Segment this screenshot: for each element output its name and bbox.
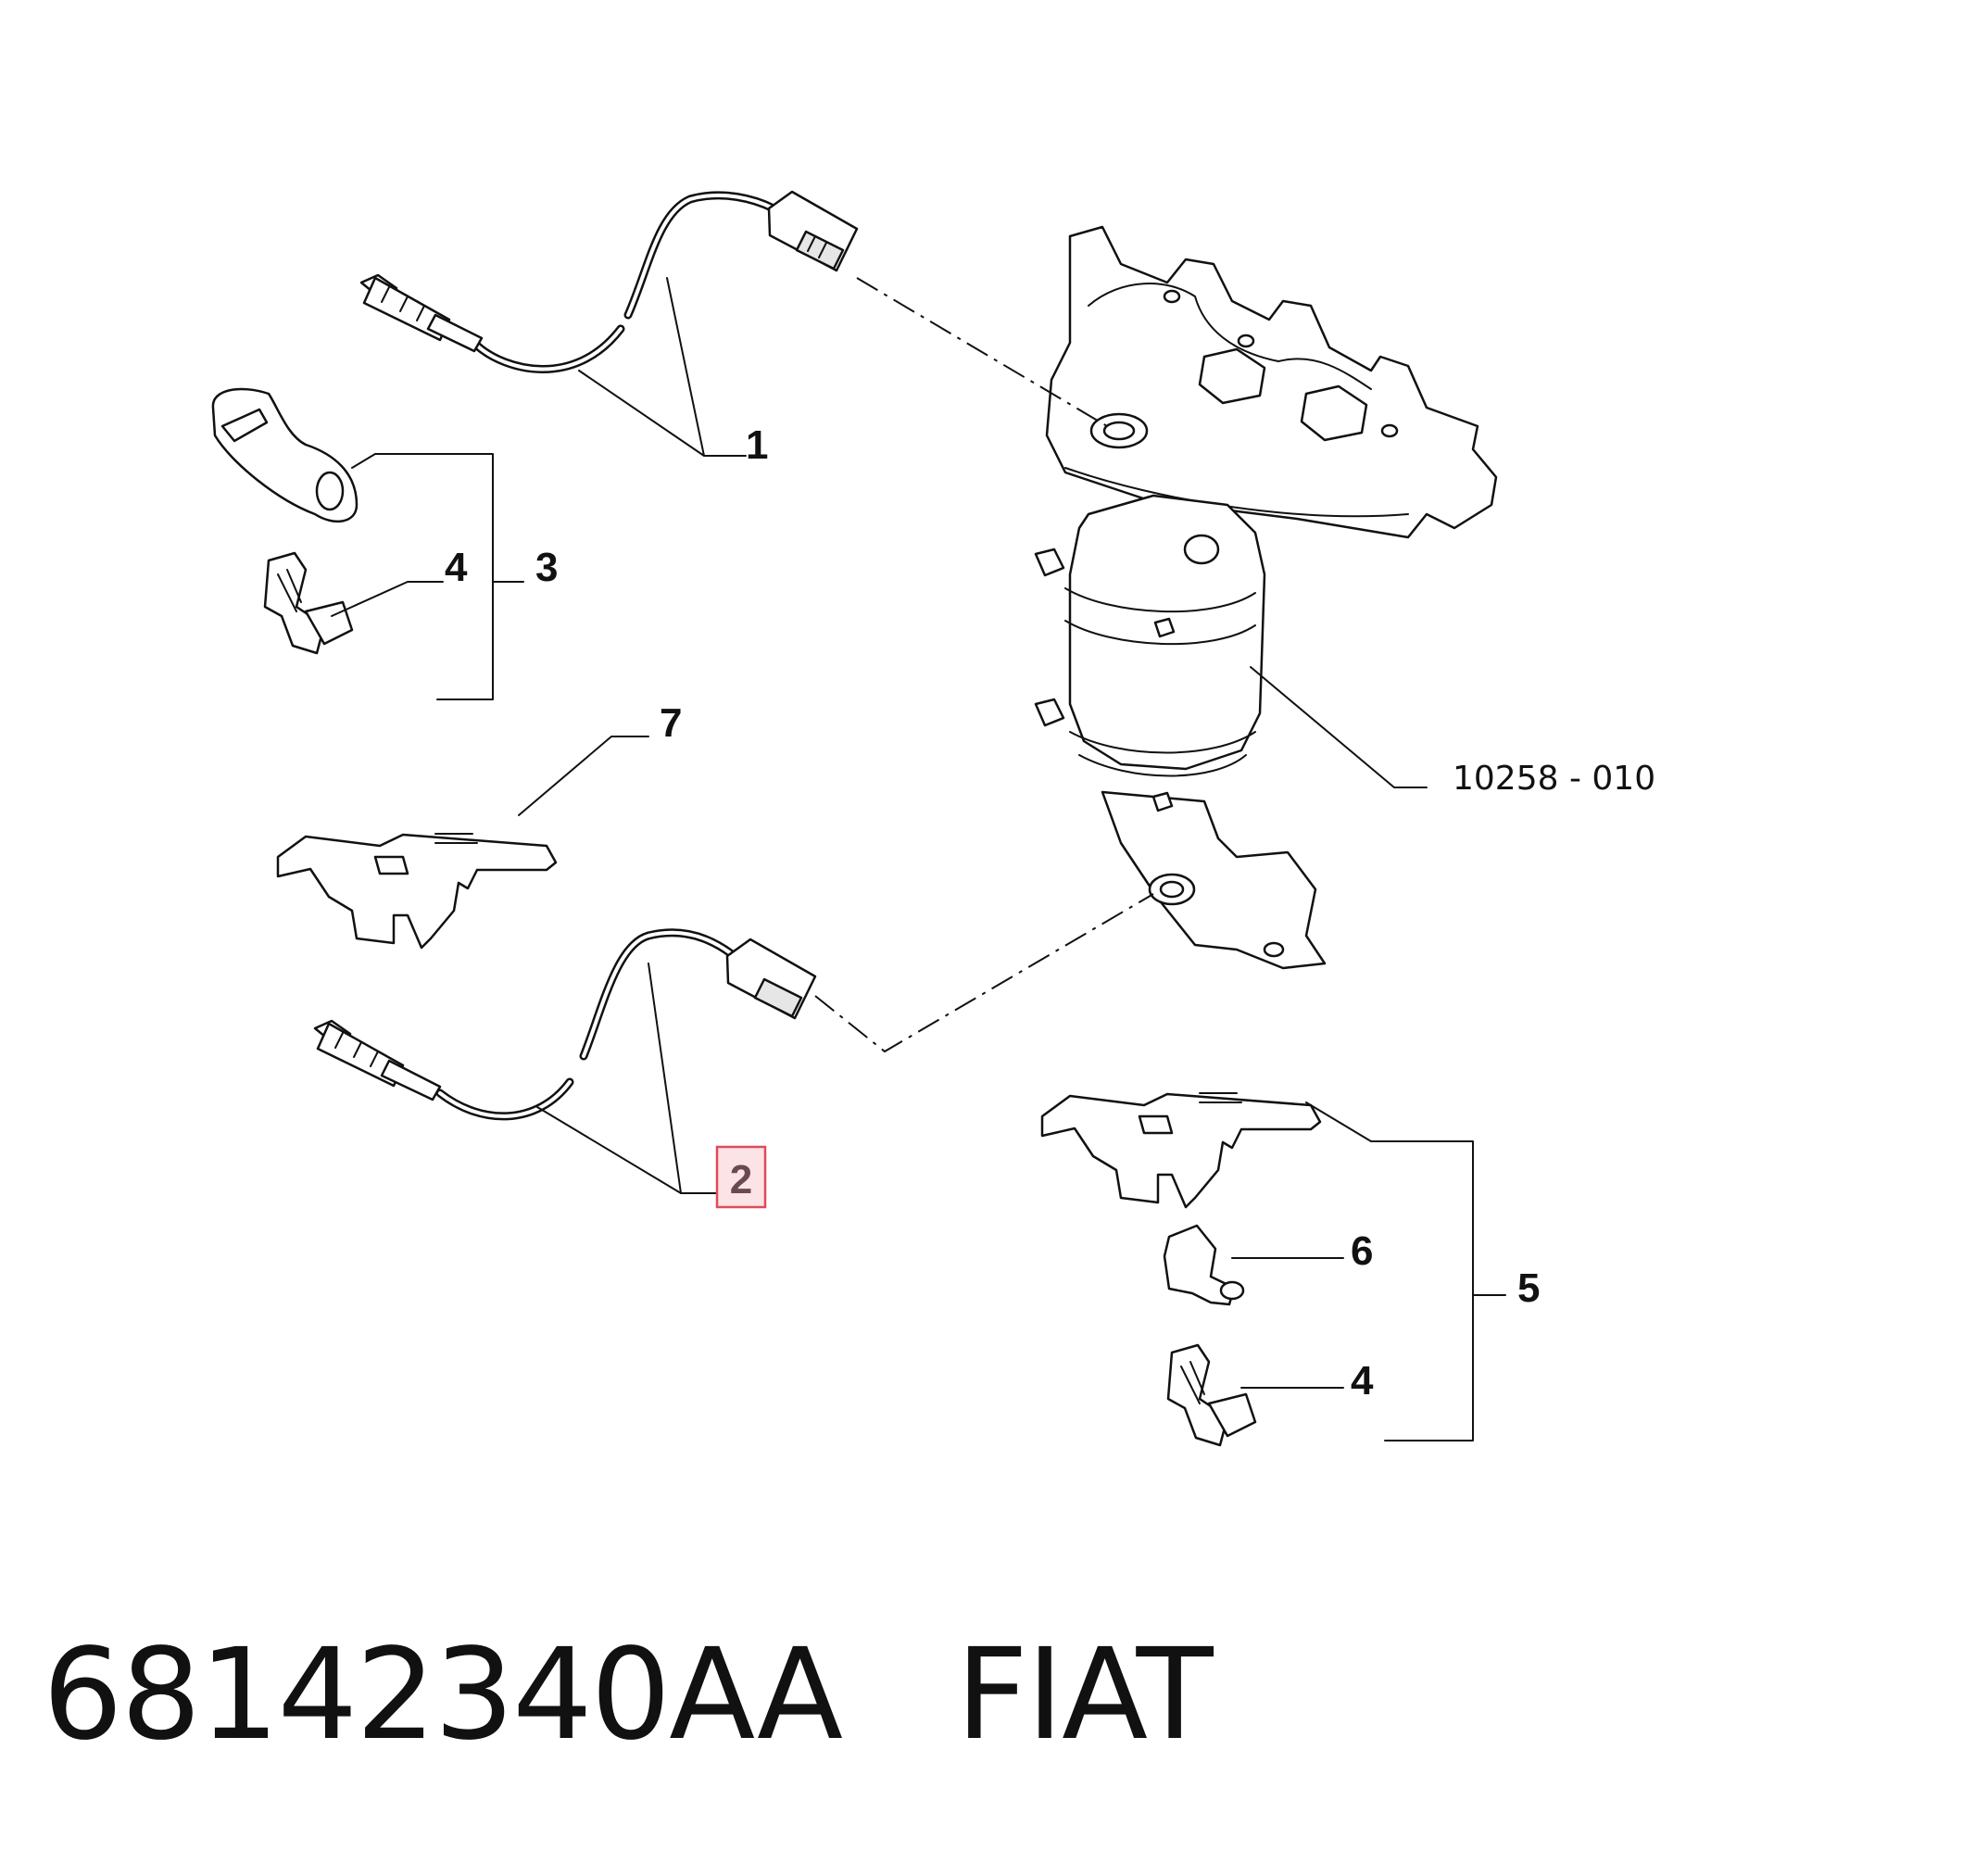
leader-lines [331, 277, 1506, 1441]
callout-7[interactable]: 7 [660, 700, 682, 746]
upper-sensor-connection-line [856, 277, 1108, 427]
brand-name: FIAT [955, 1622, 1214, 1769]
lower-oxygen-sensor[interactable] [313, 928, 817, 1121]
bracket-item-7[interactable] [276, 833, 558, 950]
highlight-box-2 [715, 1145, 767, 1209]
callout-2[interactable]: 2 [730, 1157, 752, 1202]
exhaust-manifold-catalytic-converter[interactable] [1034, 225, 1498, 970]
callout-1[interactable]: 1 [746, 422, 768, 468]
callout-catalytic-converter[interactable]: 10258 - 010 [1453, 760, 1655, 798]
clip-nut-item-6[interactable] [1163, 1224, 1245, 1306]
callout-4-bottom[interactable]: 4 [1351, 1358, 1374, 1404]
part-number: 68142340AA [43, 1622, 843, 1769]
part-caption: 68142340AA FIAT [43, 1632, 1214, 1758]
sensor-clip-bottom[interactable] [1166, 1343, 1257, 1447]
callout-4-top[interactable]: 4 [445, 545, 468, 590]
sensor-clip-top[interactable] [263, 551, 354, 655]
heat-shield-plate[interactable] [211, 387, 359, 523]
bracket-item-5[interactable] [1040, 1092, 1322, 1209]
upper-oxygen-sensor[interactable] [359, 190, 859, 373]
callout-3[interactable]: 3 [535, 545, 558, 590]
lower-sensor-connection-line [814, 893, 1154, 1053]
callout-5[interactable]: 5 [1517, 1265, 1540, 1311]
callout-6[interactable]: 6 [1351, 1228, 1373, 1274]
